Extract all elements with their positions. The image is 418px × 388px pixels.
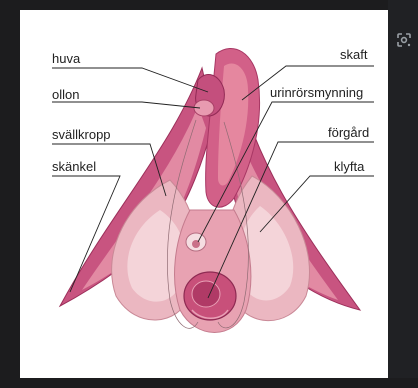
label-klyfta: klyfta — [334, 160, 364, 174]
image-viewer[interactable]: huva ollon svällkropp skänkel skaft urin… — [20, 10, 388, 378]
frame-left — [0, 0, 20, 388]
label-ollon: ollon — [52, 88, 79, 102]
leader-ollon — [52, 102, 200, 108]
frame-top — [0, 0, 418, 10]
label-skaft: skaft — [340, 48, 367, 62]
frame-bottom — [0, 378, 418, 388]
side-panel — [388, 0, 418, 388]
label-huva: huva — [52, 52, 80, 66]
label-urinrorsmynning: urinrörsmynning — [270, 86, 363, 100]
label-svallkropp: svällkropp — [52, 128, 111, 142]
label-skankel: skänkel — [52, 160, 96, 174]
vaginal-opening-inner — [192, 281, 220, 307]
label-forgard: förgård — [328, 126, 369, 140]
google-lens-icon[interactable] — [396, 32, 412, 48]
